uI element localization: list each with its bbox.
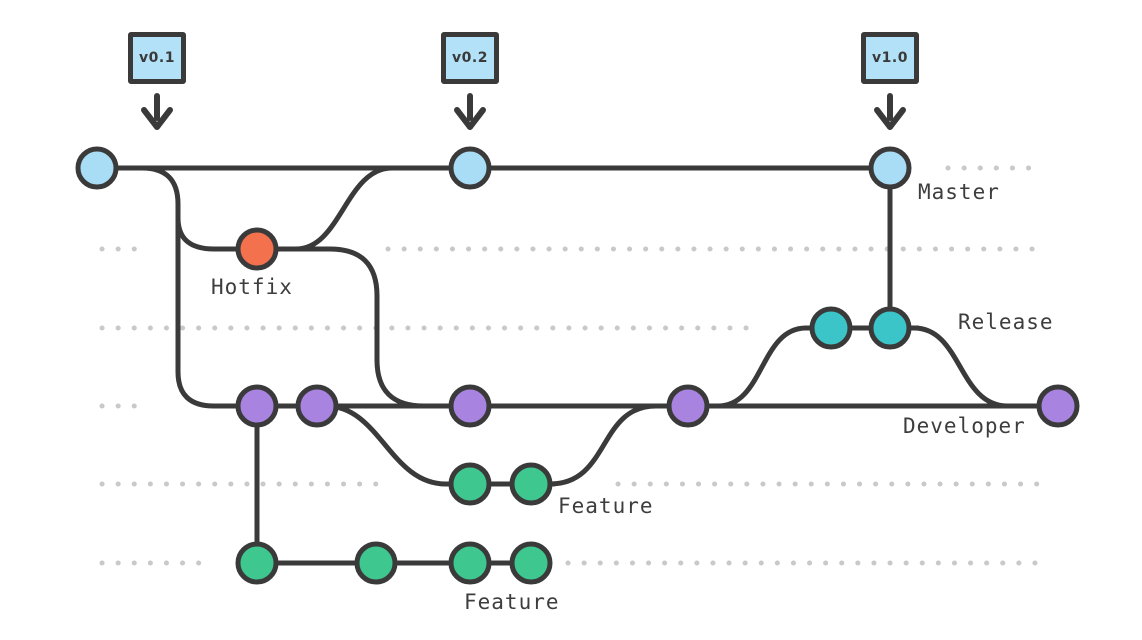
release-merge-to-developer [911, 325, 1011, 409]
version-tag-v1.0: v1.0 [861, 32, 919, 84]
branch-to-hotfix [175, 215, 260, 252]
branch-label-feature-mid: Feature [558, 494, 654, 518]
developer-to-release-branch [715, 325, 809, 409]
arrow-down-icon [454, 93, 486, 130]
branch-label-developer: Developer [903, 414, 1026, 438]
commit-node-feature2-4 [509, 541, 553, 585]
lane-dotted-guides [99, 165, 1047, 566]
commit-node-developer-4 [666, 384, 710, 428]
master-to-developer-branch [139, 165, 260, 409]
commit-node-feature1-2 [509, 462, 553, 506]
arrow-down-icon [874, 93, 906, 130]
branch-label-master: Master [918, 180, 1000, 204]
version-tag-v0.2: v0.2 [441, 32, 499, 84]
version-tag-label: v1.0 [872, 50, 908, 66]
hotfix-merge-to-master [254, 165, 395, 252]
branch-label-feature-bottom: Feature [464, 590, 560, 614]
commit-nodes [75, 146, 1080, 585]
tag-arrows [141, 93, 906, 130]
version-tag-label: v0.2 [452, 50, 488, 66]
arrow-down-icon [141, 93, 173, 130]
commit-node-master-3 [868, 146, 912, 190]
branch-label-release: Release [958, 310, 1054, 334]
version-tag-v0.1: v0.1 [128, 32, 186, 84]
commit-node-feature2-3 [448, 541, 492, 585]
commit-node-developer-2 [295, 384, 339, 428]
feature1-merge-to-developer [547, 403, 659, 487]
commit-node-developer-5 [1036, 384, 1080, 428]
commit-node-feature2-2 [354, 541, 398, 585]
branch-label-hotfix: Hotfix [211, 275, 293, 299]
commit-node-master-1 [75, 146, 119, 190]
commit-node-hotfix-1 [235, 227, 279, 271]
hotfix-merge-to-developer [254, 246, 473, 409]
commit-node-developer-3 [448, 384, 492, 428]
commit-node-developer-1 [235, 384, 279, 428]
commit-node-feature1-1 [448, 462, 492, 506]
commit-node-master-2 [448, 146, 492, 190]
commit-node-release-1 [809, 306, 853, 350]
developer-to-feature1-branch [323, 403, 473, 487]
commit-node-feature2-1 [235, 541, 279, 585]
version-tag-label: v0.1 [139, 50, 175, 66]
commit-node-release-2 [868, 306, 912, 350]
